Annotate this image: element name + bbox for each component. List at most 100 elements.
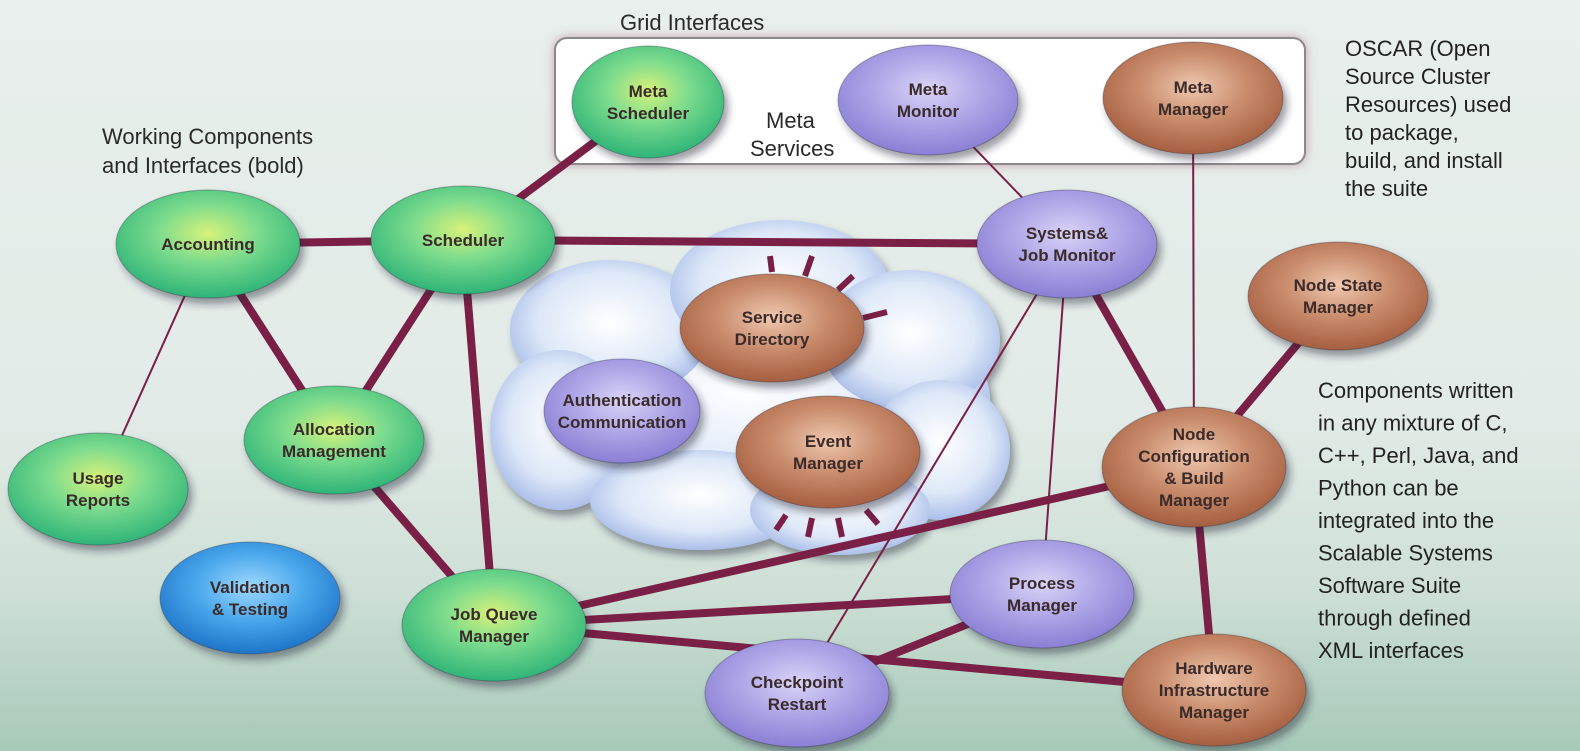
components-note-line: Software Suite	[1318, 573, 1461, 598]
node-allocation-management-label: Allocation	[293, 420, 375, 439]
event-manager-rays	[773, 508, 881, 538]
link-meta-manager-to-node-config-build-manager	[1192, 97, 1195, 468]
node-event-manager-label: Event	[805, 432, 852, 451]
node-hardware-infrastructure-manager-shape	[1121, 633, 1307, 747]
node-process-manager-shape	[949, 539, 1135, 649]
node-service-directory-shape	[679, 273, 865, 383]
node-node-state-manager-shape	[1247, 241, 1429, 351]
node-hardware-infrastructure-manager-label: Infrastructure	[1159, 681, 1270, 700]
working-components-label-1: Working Components	[102, 124, 313, 149]
node-checkpoint-restart-label: Restart	[768, 695, 827, 714]
node-event-manager-label: Manager	[793, 454, 863, 473]
node-hardware-infrastructure-manager-label: Hardware	[1175, 659, 1252, 678]
oscar-note-line: OSCAR (Open	[1345, 36, 1491, 61]
node-service-directory-label: Directory	[735, 330, 810, 349]
meta-services-label-1: Meta	[766, 108, 816, 133]
node-validation-testing-label: & Testing	[212, 600, 288, 619]
components-note-line: Python can be	[1318, 476, 1459, 501]
node-scheduler-label: Scheduler	[422, 231, 505, 250]
node-job-queue-manager-label: Job Queve	[451, 605, 538, 624]
node-process-manager-label: Process	[1009, 574, 1075, 593]
components-note-line: Components written	[1318, 378, 1514, 403]
components-note-line: Scalable Systems	[1318, 541, 1493, 566]
node-meta-monitor-label: Monitor	[897, 102, 960, 121]
node-systems-job-monitor[interactable]: Systems&Job Monitor	[976, 189, 1158, 299]
node-accounting-shape	[115, 189, 301, 299]
node-validation-testing-shape	[159, 541, 341, 655]
node-job-queue-manager-shape	[401, 568, 587, 682]
service-directory-rays	[767, 255, 888, 321]
node-usage-reports-shape	[7, 432, 189, 546]
node-allocation-management-label: Management	[282, 442, 386, 461]
node-node-config-build-manager-label: Configuration	[1138, 447, 1249, 466]
node-authentication-communication-shape	[543, 358, 701, 464]
node-service-directory-label: Service	[742, 308, 803, 327]
link-systems-job-monitor-to-checkpoint-restart	[796, 243, 1068, 694]
components-note-line: in any mixture of C,	[1318, 411, 1508, 436]
node-node-state-manager-label: Node State	[1294, 276, 1383, 295]
link-systems-job-monitor-to-process-manager	[1041, 243, 1068, 595]
node-validation-testing-label: Validation	[210, 578, 290, 597]
node-checkpoint-restart-label: Checkpoint	[751, 673, 844, 692]
node-authentication-communication-label: Communication	[558, 413, 686, 432]
node-accounting-label: Accounting	[161, 235, 255, 254]
node-scheduler-shape	[370, 185, 556, 295]
node-validation-testing[interactable]: Validation & Testing	[159, 541, 341, 655]
node-usage-reports-label: Usage	[72, 469, 123, 488]
node-node-config-build-manager-label: Manager	[1159, 491, 1229, 510]
link-node-config-build-manager-to-job-queue-manager	[490, 463, 1198, 629]
node-meta-scheduler-label: Scheduler	[607, 104, 690, 123]
node-checkpoint-restart-shape	[704, 638, 890, 748]
node-meta-manager-shape	[1102, 41, 1284, 155]
link-scheduler-to-job-queue-manager	[459, 236, 498, 629]
node-systems-job-monitor-shape	[976, 189, 1158, 299]
node-allocation-management-shape	[243, 385, 425, 495]
components-note-line: XML interfaces	[1318, 638, 1464, 663]
node-accounting[interactable]: Accounting	[115, 189, 301, 299]
node-hardware-infrastructure-manager-label: Manager	[1179, 703, 1249, 722]
node-node-config-build-manager-shape	[1101, 406, 1287, 528]
node-node-config-build-manager-label: Node	[1173, 425, 1216, 444]
oscar-note-line: Resources) used	[1345, 92, 1511, 117]
node-node-config-build-manager-label: & Build	[1164, 469, 1224, 488]
node-scheduler[interactable]: Scheduler	[370, 185, 556, 295]
node-node-state-manager-label: Manager	[1303, 298, 1373, 317]
node-meta-manager-label: Meta	[1174, 78, 1213, 97]
oscar-note-line: to package,	[1345, 120, 1459, 145]
node-meta-monitor-label: Meta	[909, 80, 948, 99]
link-scheduler-to-systems-job-monitor	[459, 236, 1071, 248]
meta-services-label-2: Services	[750, 136, 834, 161]
node-meta-scheduler-label: Meta	[629, 82, 668, 101]
node-process-manager-label: Manager	[1007, 596, 1077, 615]
components-note-line: integrated into the	[1318, 508, 1494, 533]
oscar-note-line: the suite	[1345, 176, 1428, 201]
node-event-manager-shape	[735, 395, 921, 509]
node-systems-job-monitor-label: Job Monitor	[1018, 246, 1116, 265]
node-systems-job-monitor-label: Systems&	[1026, 224, 1108, 243]
node-meta-manager-label: Manager	[1158, 100, 1228, 119]
oscar-note-line: build, and install	[1345, 148, 1503, 173]
node-meta-scheduler-shape	[571, 45, 725, 159]
node-usage-reports-label: Reports	[66, 491, 130, 510]
oscar-note-line: Source Cluster	[1345, 64, 1491, 89]
grid-interfaces-title: Grid Interfaces	[620, 10, 764, 35]
node-meta-monitor-shape	[837, 44, 1019, 156]
node-authentication-communication-label: Authentication	[563, 391, 682, 410]
